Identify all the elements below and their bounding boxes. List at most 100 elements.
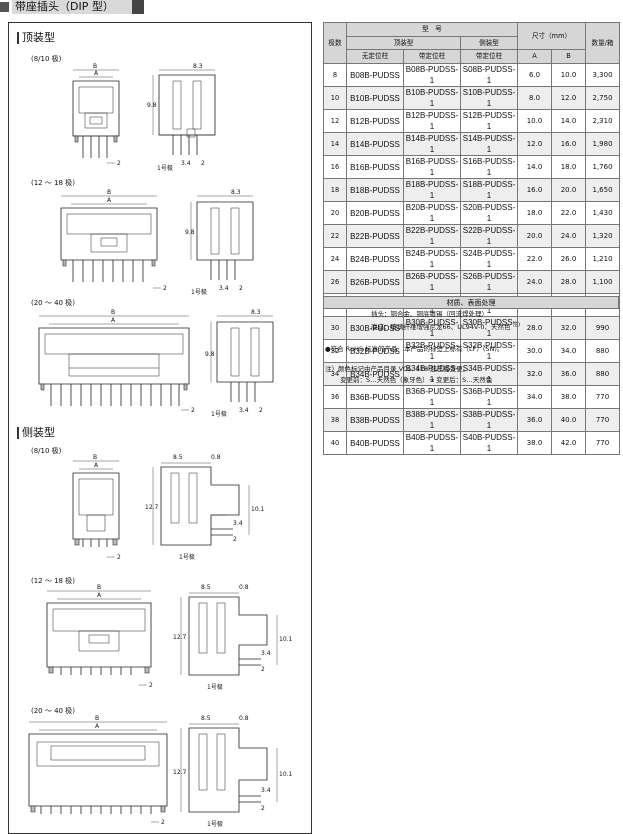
cell-dim-a: 24.0 — [517, 270, 553, 295]
cell-poles: 38 — [323, 408, 347, 433]
cell-poles: 16 — [323, 155, 347, 180]
dim-label-h: 12.7 — [145, 504, 159, 511]
cell-poles: 24 — [323, 247, 347, 272]
cell-model-post: B22B-PUDSS-1 — [403, 224, 461, 249]
cell-dim-b: 26.0 — [551, 247, 587, 272]
dim-label-pitch: 2 — [161, 819, 165, 826]
dim-label-h2: 10.1 — [279, 636, 293, 643]
dim-label-w: 8.3 — [231, 189, 241, 196]
pin1-label: 1号极 — [207, 683, 223, 691]
cell-dim-b: 42.0 — [551, 431, 587, 456]
cell-model-post: B38B-PUDSS-1 — [403, 408, 461, 433]
page-title: 带座插头（DIP 型） — [12, 0, 132, 14]
materials-line2: 底座：玻璃纤维增强尼龙66、UL94V-0、天然色 注) — [323, 320, 619, 333]
cell-dim-b: 24.0 — [551, 224, 587, 249]
side-12-18-side-view: 8.5 0.8 12.7 10.1 3.4 2 1号极 — [173, 584, 293, 691]
dim-label-h2: 10.1 — [279, 771, 293, 778]
cell-model-side: S36B-PUDSS-1 — [459, 385, 519, 410]
cell-qty: 1,760 — [585, 155, 621, 180]
dim-label-b: B — [95, 715, 99, 722]
cell-qty: 2,310 — [585, 109, 621, 134]
cell-model-side: S24B-PUDSS-1 — [459, 247, 519, 272]
caption-top-20-40: (20 ～ 40 极) — [31, 299, 75, 307]
top-8-10-front-view: B A 2 — [61, 63, 121, 167]
cell-dim-b: 36.0 — [551, 362, 587, 387]
cell-qty: 3,300 — [585, 63, 621, 88]
cell-model-nopost: B12B-PUDSS — [346, 109, 404, 134]
cell-dim-a: 34.0 — [517, 385, 553, 410]
cell-model-post: B10B-PUDSS-1 — [403, 86, 461, 111]
dim-label-d2: 2 — [261, 666, 265, 673]
pin1-label: 1号极 — [157, 164, 173, 172]
dim-label-a: A — [111, 317, 116, 324]
dim-label-a: A — [95, 723, 100, 730]
cell-model-nopost: B34B-PUDSS — [346, 362, 404, 387]
cell-model-side: S38B-PUDSS-1 — [459, 408, 519, 433]
dim-label-d2: 2 — [233, 536, 237, 543]
cell-model-side: S32B-PUDSS-1 — [459, 339, 519, 364]
dim-label-pitch: 2 — [117, 160, 121, 167]
cell-qty: 770 — [585, 385, 621, 410]
cell-model-nopost: B10B-PUDSS — [346, 86, 404, 111]
cell-model-nopost: B16B-PUDSS — [346, 155, 404, 180]
dim-label-d1: 3.4 — [233, 520, 243, 527]
cell-model-side: S16B-PUDSS-1 — [459, 155, 519, 180]
dim-label-a: A — [94, 462, 99, 469]
rohs-note: ●符合 RoHS 标准的产品 本产品的标签上标有（LF）(SN)。 — [325, 345, 504, 353]
cell-poles: 14 — [323, 132, 347, 157]
header-post: 带定位柱 — [403, 49, 461, 65]
cell-model-side: S18B-PUDSS-1 — [459, 178, 519, 203]
cell-qty: 1,980 — [585, 132, 621, 157]
cell-dim-b: 12.0 — [551, 86, 587, 111]
cell-poles: 20 — [323, 201, 347, 226]
cell-dim-a: 10.0 — [517, 109, 553, 134]
dim-label-t: 0.8 — [239, 715, 249, 722]
cell-dim-a: 18.0 — [517, 201, 553, 226]
dim-label-pitch: 2 — [117, 554, 121, 561]
pin1-label: 1号极 — [191, 288, 207, 296]
section-header: 带座插头（DIP 型） — [0, 0, 144, 14]
cell-dim-b: 22.0 — [551, 201, 587, 226]
cell-poles: 32 — [323, 339, 347, 364]
header-a: A — [517, 49, 553, 65]
cell-dim-a: 32.0 — [517, 362, 553, 387]
cell-model-post: B12B-PUDSS-1 — [403, 109, 461, 134]
cell-model-nopost: B20B-PUDSS — [346, 201, 404, 226]
cell-model-post: B30B-PUDSS-1 — [403, 316, 461, 341]
dim-label-d2: 2 — [261, 805, 265, 812]
dim-label-b: B — [111, 309, 115, 316]
dim-label-3-4: 3.4 — [239, 407, 249, 414]
cell-dim-b: 14.0 — [551, 109, 587, 134]
dim-label-d1: 3.4 — [261, 787, 271, 794]
cell-model-nopost: B40B-PUDSS — [346, 431, 404, 456]
dim-label-d1: 3.4 — [261, 650, 271, 657]
cell-model-side: S34B-PUDSS-1 — [459, 362, 519, 387]
cell-poles: 10 — [323, 86, 347, 111]
cell-model-post: B14B-PUDSS-1 — [403, 132, 461, 157]
header-tab — [131, 0, 144, 14]
cell-dim-a: 12.0 — [517, 132, 553, 157]
cell-poles: 18 — [323, 178, 347, 203]
cell-model-nopost: B08B-PUDSS — [346, 63, 404, 88]
dim-label-3-4: 3.4 — [181, 160, 191, 167]
cell-poles: 8 — [323, 63, 347, 88]
cell-poles: 40 — [323, 431, 347, 456]
cell-model-side: S10B-PUDSS-1 — [459, 86, 519, 111]
drawing-panel: 顶装型 (8/10 极) B A 2 8.3 9.8 1号极 3.4 2 (12… — [8, 22, 312, 834]
cell-model-post: B40B-PUDSS-1 — [403, 431, 461, 456]
cell-model-nopost: B38B-PUDSS — [346, 408, 404, 433]
cell-qty: 770 — [585, 431, 621, 456]
cell-qty: 1,210 — [585, 247, 621, 272]
side-12-18-front-view: B A 2 — [39, 584, 153, 689]
cell-qty: 1,100 — [585, 270, 621, 295]
cell-model-nopost: B30B-PUDSS — [346, 316, 404, 341]
cell-qty: 770 — [585, 408, 621, 433]
caption-top-12-18: (12 ～ 18 极) — [31, 179, 75, 187]
dim-label-pitch: 2 — [191, 407, 195, 414]
